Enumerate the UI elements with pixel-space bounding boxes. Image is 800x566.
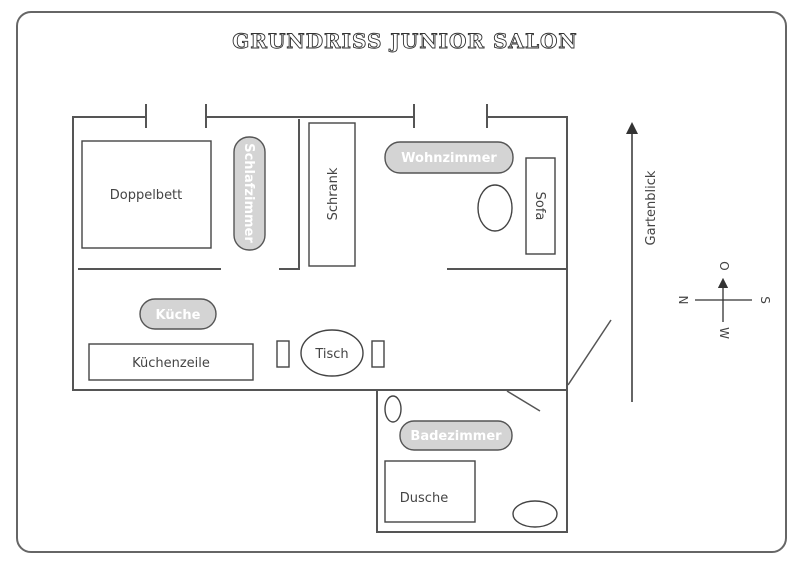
double-bed bbox=[81, 140, 212, 249]
bathroom-walls bbox=[376, 389, 568, 533]
bathroom: Badezimmer Dusche bbox=[384, 395, 558, 528]
kitchen: Küche Küchenzeile Tisch bbox=[88, 298, 385, 381]
compass-top-label: O bbox=[717, 261, 731, 270]
coffee-table bbox=[477, 184, 513, 232]
bedroom: Doppelbett Schlafzimmer Schrank bbox=[81, 122, 356, 267]
wardrobe bbox=[308, 122, 356, 267]
wardrobe-label: Schrank bbox=[326, 167, 341, 220]
room-label-badezimmer: Badezimmer bbox=[410, 429, 502, 444]
double-bed-label: Doppelbett bbox=[110, 188, 183, 203]
chair bbox=[371, 340, 385, 368]
compass-bottom-label: W bbox=[717, 327, 731, 339]
sink bbox=[512, 500, 558, 528]
living-room: Wohnzimmer Sofa bbox=[384, 141, 556, 255]
toilet bbox=[384, 395, 402, 423]
room-tag-wohnzimmer bbox=[384, 141, 514, 174]
plan-title: GRUNDRISS JUNIOR SALON bbox=[232, 29, 577, 53]
outer-frame bbox=[16, 11, 787, 553]
sofa-label: Sofa bbox=[532, 192, 547, 221]
dining-table-label: Tisch bbox=[314, 347, 348, 362]
compass-right-label: S bbox=[758, 296, 772, 304]
room-label-kueche: Küche bbox=[156, 308, 201, 323]
garden-view: Gartenblick bbox=[626, 122, 659, 402]
shower-label: Dusche bbox=[400, 491, 448, 506]
garden-view-label: Gartenblick bbox=[644, 170, 659, 245]
compass: O N S W bbox=[676, 261, 772, 339]
kitchen-counter bbox=[88, 343, 254, 381]
walls bbox=[72, 104, 612, 533]
dining-table bbox=[300, 329, 364, 377]
room-label-wohnzimmer: Wohnzimmer bbox=[401, 151, 497, 166]
shower bbox=[384, 460, 476, 523]
room-tag-kueche bbox=[139, 298, 217, 330]
kitchen-counter-label: Küchenzeile bbox=[132, 356, 210, 371]
entrance-door bbox=[567, 319, 612, 386]
room-tag-schlafzimmer bbox=[233, 136, 266, 251]
sofa bbox=[525, 157, 556, 255]
compass-left-label: N bbox=[676, 296, 690, 305]
chair bbox=[276, 340, 290, 368]
room-label-schlafzimmer: Schlafzimmer bbox=[241, 143, 256, 243]
room-tag-badezimmer bbox=[399, 420, 513, 451]
bathroom-door bbox=[506, 390, 541, 412]
